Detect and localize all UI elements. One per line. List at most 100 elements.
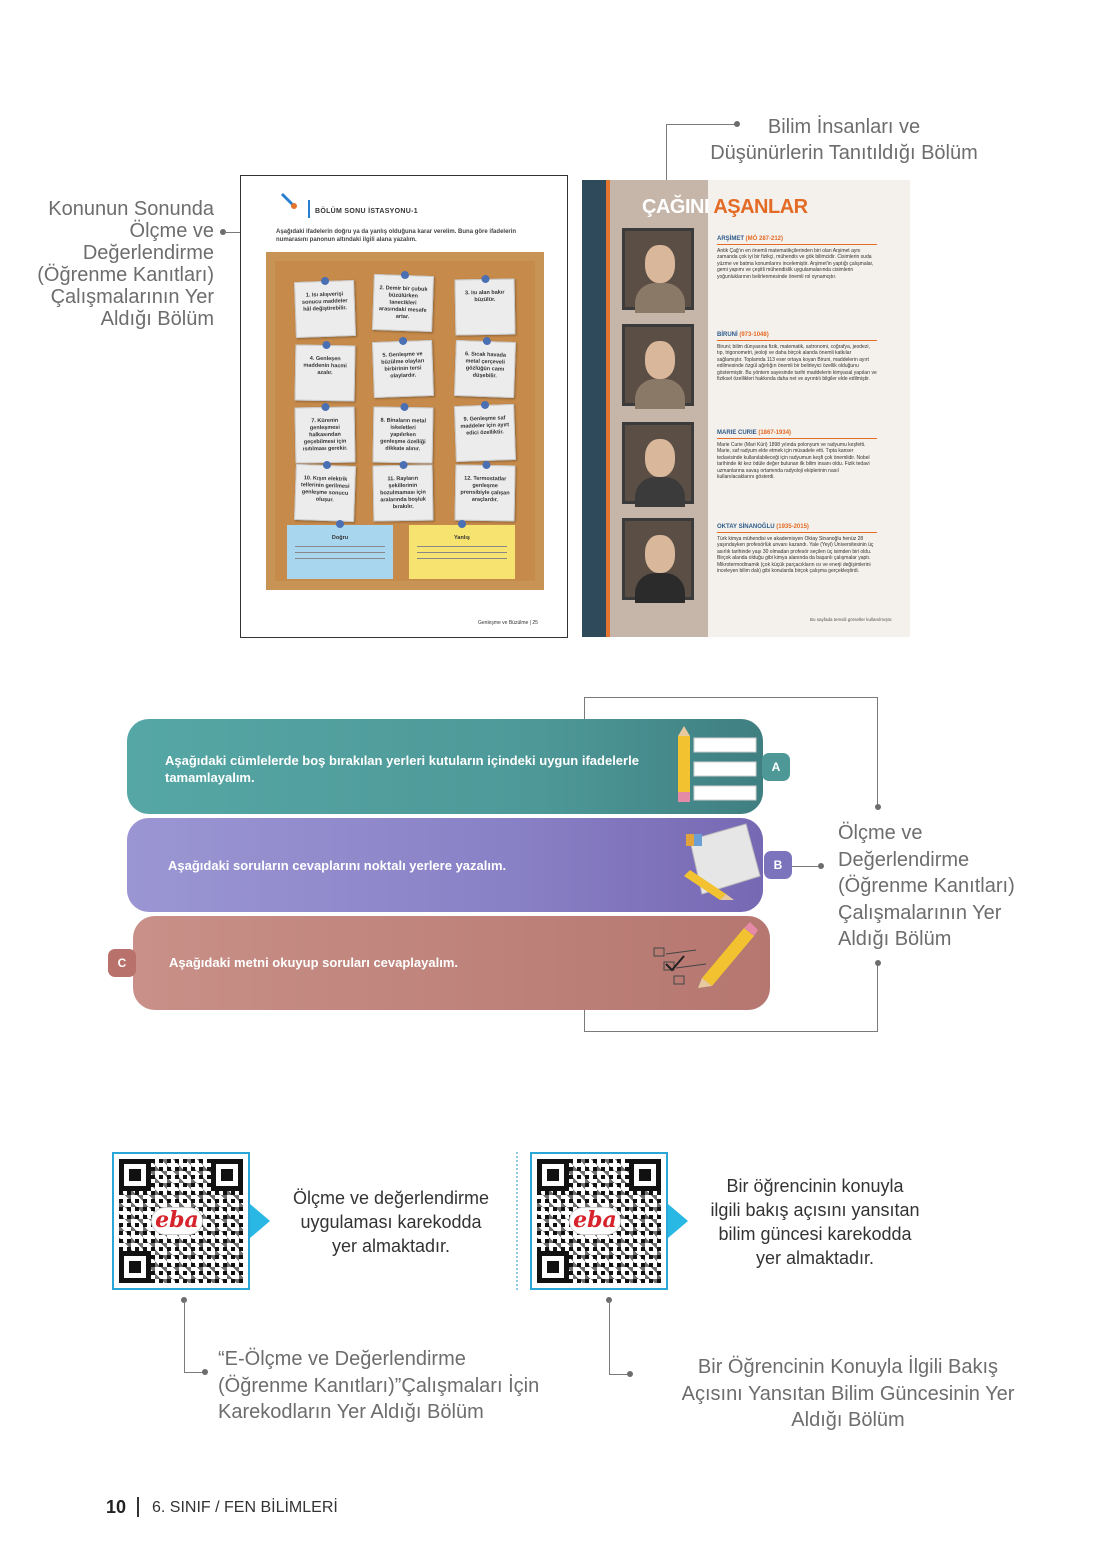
caption-activities-assessment: Ölçme ve Değerlendirme (Öğrenme Kanıtlar…: [838, 820, 1058, 953]
note-card: 6. Sıcak havada metal çerçeveli gözlüğün…: [454, 336, 516, 399]
note-card: 11. Rayların şekillerinin bozulmaması iç…: [372, 460, 434, 522]
portrait-archimedes: [622, 228, 694, 313]
cork-surface: 1. Isı alışverişi sonucu maddeler hâl de…: [275, 261, 535, 581]
leader-dot: [734, 121, 740, 127]
note-card: 9. Genleşme saf maddeler için ayırt edic…: [454, 400, 516, 463]
pin-icon: [399, 460, 408, 470]
heading-part-b: AŞANLAR: [713, 196, 808, 218]
caption-line: Ölçme ve: [838, 822, 923, 844]
face: [645, 245, 675, 283]
scientists-footer: Bu sayfada temsili görseller kullanılmış…: [810, 617, 893, 622]
pin-icon: [322, 340, 331, 350]
body: [635, 283, 685, 313]
qr-finder: [119, 1159, 151, 1191]
leader-dot: [627, 1371, 633, 1377]
caption-line: Aldığı Bölüm: [791, 1409, 905, 1431]
arrow-right-icon: [250, 1204, 270, 1238]
caption-line: Açısını Yansıtan Bilim Güncesinin Yer: [681, 1382, 1015, 1405]
note-card: 7. Kürenin genleşmesi halkasından geçebi…: [294, 402, 356, 464]
activity-text: Aşağıdaki metni okuyup soruları cevaplay…: [169, 955, 458, 970]
qr-code-science-journal[interactable]: eba: [530, 1152, 668, 1290]
portrait-oktay-sinanoglu: [622, 518, 694, 603]
note-card: 12. Termostatlar genleşme prensibiyle ça…: [454, 460, 516, 522]
pin-icon: [320, 276, 330, 286]
portrait-biruni: [622, 324, 694, 409]
caption-qr-journal: Bir Öğrencinin Konuyla İlgili Bakış Açıs…: [658, 1354, 1038, 1434]
leader-dot: [220, 229, 226, 235]
pin-icon: [280, 192, 298, 210]
note-card: 4. Genleşen maddenin hacmi azalır.: [294, 340, 356, 402]
qr-finder: [119, 1251, 151, 1283]
answer-box-false: Yanlış: [409, 520, 515, 579]
leader-line: [184, 1300, 185, 1372]
pin-icon: [481, 274, 490, 284]
note-text: 12. Termostatlar genleşme prensibiyle ça…: [460, 475, 510, 504]
caption-line: Değerlendirme: [838, 848, 970, 871]
note-text: 7. Kürenin genleşmesi halkasından geçebi…: [302, 417, 348, 453]
caption-line: Değerlendirme: [82, 242, 214, 264]
leader-dot: [875, 960, 881, 966]
arrow-right-icon: [668, 1204, 688, 1238]
caption-line: Aldığı Bölüm: [100, 308, 214, 330]
footer-separator: [137, 1497, 139, 1517]
qr-code-assessment[interactable]: eba: [112, 1152, 250, 1290]
accent-stripe: [606, 180, 610, 637]
leader-line: [666, 124, 667, 194]
scientist-name: MARIE CURIE (1867-1934): [717, 430, 791, 436]
caption-qr-assessment: “E-Ölçme ve Değerlendirme (Öğrenme Kanıt…: [218, 1346, 588, 1426]
name-rule: [717, 340, 877, 341]
answer-box-true: Doğru: [287, 520, 393, 579]
caption-line: Karekodların Yer Aldığı Bölüm: [218, 1401, 484, 1423]
text-line: uygulaması karekodda: [300, 1212, 482, 1232]
name-rule: [717, 438, 877, 439]
qr-pattern: eba: [119, 1159, 243, 1283]
pin-icon: [482, 460, 491, 470]
years-text: (1867-1934): [758, 430, 792, 436]
name-text: ARŞİMET: [717, 236, 744, 242]
caption-line: Düşünürlerin Tanıtıldığı Bölüm: [710, 142, 978, 164]
title-divider: [308, 200, 310, 218]
note-text: 8. Binaların metal iskeletleri yapılırke…: [380, 417, 427, 453]
qr-finder: [537, 1159, 569, 1191]
pencil-paper-icon: [672, 726, 760, 808]
body: [635, 379, 685, 409]
dotted-divider: [516, 1152, 518, 1290]
bracket-line: [877, 962, 878, 1032]
cork-board: 1. Isı alışverişi sonucu maddeler hâl de…: [266, 252, 544, 590]
text-line: yer almaktadır.: [755, 1248, 875, 1268]
qr-finder: [211, 1159, 243, 1191]
caption-line: Ölçme ve: [129, 220, 214, 242]
heading-part-a: ÇAĞINI: [642, 196, 714, 218]
pin-icon: [400, 402, 409, 412]
note-text: 10. Kışın elektrik tellerinin gerilmesi …: [300, 475, 350, 504]
answer-label: Doğru: [331, 535, 349, 541]
bracket-line: [877, 697, 878, 807]
activity-bar-b: Aşağıdaki soruların cevaplarını noktalı …: [127, 818, 763, 912]
years-text: (973-1048): [739, 332, 769, 338]
scientists-page: ÇAĞINI AŞANLAR ARŞİMET (MÖ 287-212) Anti…: [582, 180, 910, 637]
scientists-heading: ÇAĞINI AŞANLAR: [642, 196, 808, 219]
eba-logo: eba: [151, 1207, 203, 1235]
qr-finder: [629, 1159, 661, 1191]
pin-icon: [321, 402, 330, 412]
bracket-line: [584, 697, 878, 698]
note-text: 6. Sıcak havada metal çerçeveli gözlüğün…: [464, 351, 507, 380]
answer-label: Yanlış: [454, 535, 470, 541]
activity-tab-a: A: [762, 753, 790, 781]
leader-line: [609, 1300, 610, 1374]
face: [645, 341, 675, 379]
caption-line: Çalışmalarının Yer: [838, 901, 1002, 924]
face: [645, 439, 675, 477]
pin-icon: [458, 520, 466, 528]
text-line: bilim güncesi karekodda: [718, 1224, 912, 1244]
qr-pattern: eba: [537, 1159, 661, 1283]
caption-line: Aldığı Bölüm: [838, 928, 952, 950]
years-text: (1935-2015): [776, 524, 809, 530]
name-text: OKTAY SİNANOĞLU: [717, 524, 775, 530]
name-rule: [717, 244, 877, 245]
footer-title: 6. SINIF / FEN BİLİMLERİ: [152, 1499, 338, 1516]
activity-tab-c: C: [108, 949, 136, 977]
note-text: 11. Rayların şekillerinin bozulmaması iç…: [380, 475, 426, 511]
worksheet-footer: Genleşme ve Büzülme | 25: [478, 620, 538, 626]
activity-text: Aşağıdaki soruların cevaplarını noktalı …: [168, 858, 507, 873]
